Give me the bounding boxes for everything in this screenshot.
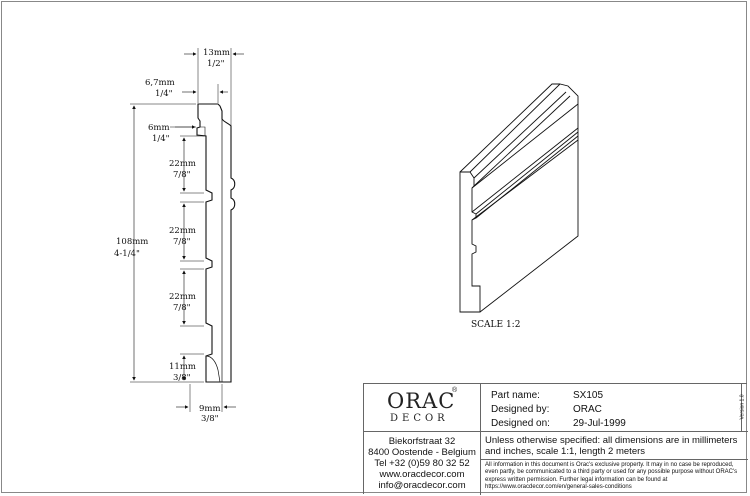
designed-on-row: Designed on: 29-Jul-1999 bbox=[491, 418, 626, 429]
part-info: Part name: SX105 Designed by: ORAC Designe… bbox=[481, 384, 741, 432]
designed-by-label: Designed by: bbox=[491, 404, 550, 415]
part-name-row: Part name: SX105 bbox=[491, 390, 603, 401]
address-block: Biekorfstraat 32 8400 Oostende - Belgium… bbox=[364, 432, 481, 495]
scale-label: SCALE 1:2 bbox=[471, 320, 520, 330]
dim-6-7mm: 6,7mm bbox=[145, 78, 175, 88]
dim-9mm-inch: 3/8" bbox=[201, 414, 219, 424]
part-name-value: SX105 bbox=[573, 390, 604, 401]
logo-sub-text: DECOR bbox=[390, 413, 449, 424]
dim-11mm-inch: 3/8" bbox=[173, 373, 191, 383]
part-name-label: Part name: bbox=[491, 390, 540, 401]
logo-main-text: ORAC bbox=[387, 389, 456, 413]
address-street: Biekorfstraat 32 bbox=[388, 436, 456, 447]
version-text: Version 1.0 bbox=[739, 394, 746, 420]
isometric-view bbox=[459, 83, 579, 313]
dim-9mm: 9mm bbox=[199, 404, 221, 414]
dim-108mm-inch: 4-1/4" bbox=[114, 249, 140, 259]
dim-seg2: 22mm bbox=[169, 226, 196, 236]
dim-seg2-inch: 7/8" bbox=[173, 237, 191, 247]
title-block: ORAC ® DECOR Part name: SX105 Designed by… bbox=[363, 383, 748, 495]
orac-logo: ORAC ® DECOR bbox=[364, 384, 481, 432]
version-cell: Version 1.0 bbox=[739, 384, 748, 432]
dim-13mm-inch: 1/2" bbox=[207, 59, 225, 69]
address-city: 8400 Oostende - Belgium bbox=[368, 447, 476, 458]
legal-note: All information in this document is Orac… bbox=[485, 462, 738, 491]
designed-on-label: Designed on: bbox=[491, 418, 550, 429]
profile-outline bbox=[196, 103, 236, 383]
dim-6mm-inch: 1/4" bbox=[152, 134, 170, 144]
designed-by-value: ORAC bbox=[573, 404, 602, 415]
address-phone: Tel +32 (0)59 80 32 52 bbox=[374, 458, 470, 469]
dim-13mm: 13mm bbox=[203, 48, 230, 58]
dim-seg1: 22mm bbox=[169, 159, 196, 169]
dim-6mm: 6mm bbox=[148, 123, 170, 133]
designed-on-value: 29-Jul-1999 bbox=[573, 418, 626, 429]
address-website[interactable]: www.oracdecor.com bbox=[379, 469, 465, 480]
dim-seg3-inch: 7/8" bbox=[173, 303, 191, 313]
dim-108mm: 108mm bbox=[116, 237, 148, 247]
spec-note: Unless otherwise specified: all dimensio… bbox=[481, 432, 748, 460]
address-email[interactable]: info@oracdecor.com bbox=[378, 480, 466, 491]
registered-mark: ® bbox=[452, 387, 458, 394]
dim-seg1-inch: 7/8" bbox=[173, 170, 191, 180]
dim-11mm: 11mm bbox=[169, 362, 196, 372]
dim-seg3: 22mm bbox=[169, 292, 196, 302]
dim-6-7mm-inch: 1/4" bbox=[155, 89, 173, 99]
designed-by-row: Designed by: ORAC bbox=[491, 404, 602, 415]
